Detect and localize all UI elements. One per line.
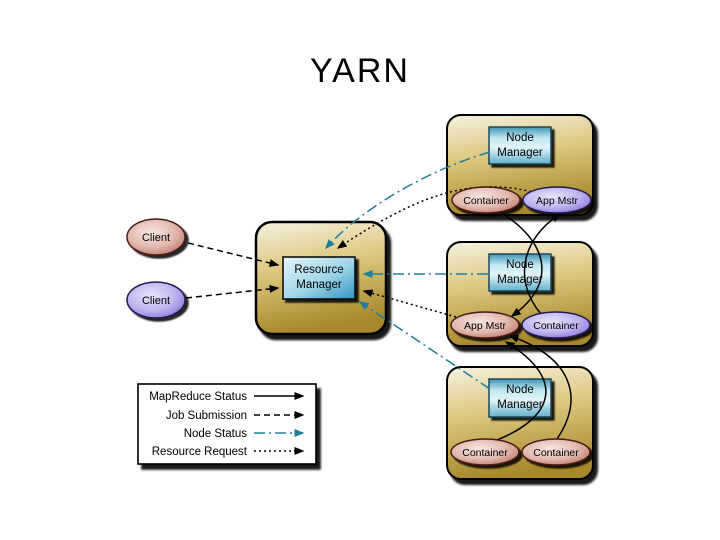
slide-title: YARN [310,52,410,90]
container-ellipse [450,438,520,466]
client-2-ellipse [126,281,186,319]
resource-manager-label-line1: Resource [294,264,343,276]
node-manager-2-label-line1: Node [506,259,534,271]
app-mstr-ellipse [522,186,592,214]
edge-mapreduce-container1-appmstr2 [499,211,543,317]
container-label: Container [533,320,579,332]
legend-label-resource-request: Resource Request [152,446,248,458]
legend-label-mapreduce-status: MapReduce Status [149,391,247,403]
node-manager-2-children: App Mstr Container [450,311,591,339]
edges [185,151,572,441]
node-manager-1-children: Container App Mstr [451,186,592,214]
edge-mapreduce-container2-appmstr1 [523,213,562,315]
node-manager-3-inner-box [488,378,552,418]
node-manager-3-children: Container Container [450,438,591,466]
client-1-ellipse [126,218,186,256]
node-manager-2-label-line2: Manager [497,274,543,286]
node-manager-1-label-line1: Node [506,132,534,144]
edge-node-status-nm1-rm [324,151,491,250]
container-ellipse [451,186,521,214]
edge-job-submission-client2-rm [185,284,280,299]
container-label: Container [462,447,508,459]
resource-manager-label-line2: Manager [296,279,342,291]
app-mstr-ellipse [450,311,520,339]
legend-label-node-status: Node Status [184,428,248,440]
resource-manager-inner-box [282,256,356,300]
container-label: Container [463,195,509,207]
node-manager-1-label-line2: Manager [497,147,543,159]
container-label: Container [533,447,579,459]
node-manager-1-inner-box [488,126,552,165]
app-mstr-label: App Mstr [464,320,507,332]
node-manager-3-label-line2: Manager [497,399,543,411]
client-2-label: Client [142,295,170,307]
node-manager-3-label-line1: Node [506,384,534,396]
edge-job-submission-client1-rm [187,242,280,267]
legend-box [137,383,317,465]
resource-manager-node: Resource Manager [254,220,388,336]
container-ellipse [521,311,591,339]
edge-mapreduce-container4-appmstr2 [508,334,572,440]
container-ellipse [521,438,591,466]
client-1: Client [126,218,186,256]
edge-node-status-nm3-rm [358,301,491,390]
app-mstr-label: App Mstr [536,195,579,207]
legend-label-job-submission: Job Submission [166,410,247,422]
client-2: Client [126,281,186,319]
edge-resource-request-appmstr1-rm [336,186,537,249]
edge-resource-request-appmstr2-rm [362,289,457,318]
legend: MapReduce Status Job Submission Node Sta… [137,383,317,465]
edge-mapreduce-container3-appmstr2 [496,341,547,441]
client-1-label: Client [142,232,170,244]
